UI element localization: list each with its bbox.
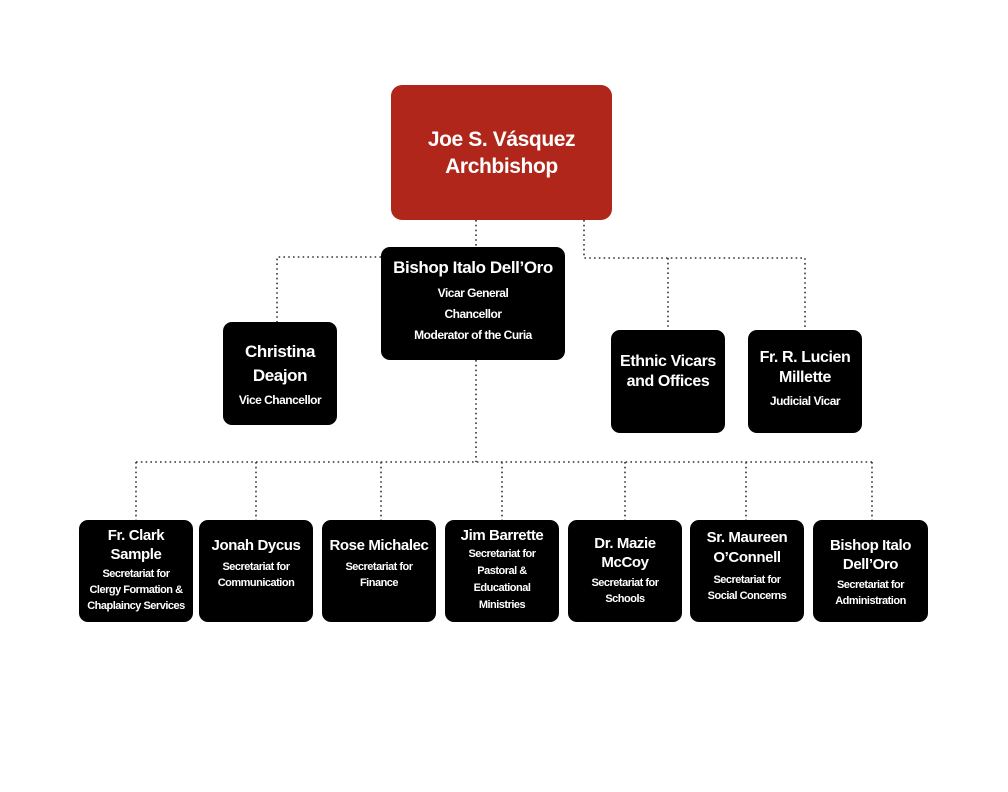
vicar-general-name: Bishop Italo Dell’Oro (393, 258, 553, 277)
secretariat-box: Jonah Dycus Secretariat for Communicatio… (199, 520, 313, 622)
secretariat-role-line: Secretariat for (345, 561, 413, 573)
connector-archbishop-to-vice-chancellor (276, 256, 381, 322)
archbishop-name: Joe S. Vásquez (427, 127, 576, 151)
secretariat-box: Bishop Italo Dell’Oro Secretariat for Ad… (813, 520, 928, 622)
secretariat-name-line: Jonah Dycus (211, 537, 301, 554)
secretariat-role-line: Secretariat for (102, 568, 170, 580)
vice-chancellor-name-2: Deajon (252, 365, 308, 385)
judicial-vicar-name-2: Millette (779, 369, 831, 386)
judicial-vicar-role: Judicial Vicar (769, 394, 841, 408)
secretariat-box: Dr. Mazie McCoy Secretariat for Schools (568, 520, 682, 622)
secretariat-role-line: Chaplaincy Services (87, 600, 185, 612)
archbishop-title: Archbishop (445, 154, 558, 178)
secretariat-box: Rose Michalec Secretariat for Finance (322, 520, 436, 622)
secretariat-box: Jim Barrette Secretariat for Pastoral & … (445, 520, 559, 622)
secretariat-name-line: Jim Barrette (460, 527, 544, 544)
secretariat-role-line: Secretariat for (468, 548, 536, 560)
secretariat-role-line: Secretariat for (591, 577, 659, 589)
vicar-general-role-3: Moderator of the Curia (414, 328, 532, 342)
secretariat-role-line: Communication (217, 577, 295, 589)
secretariat-name-line: Rose Michalec (329, 537, 429, 554)
vicar-general-role-1: Vicar General (437, 286, 509, 300)
archbishop-box: Joe S. Vásquez Archbishop (391, 85, 612, 220)
vicar-general-role-2: Chancellor (444, 307, 502, 321)
secretariat-name-line: O’Connell (713, 549, 781, 566)
vice-chancellor-name-1: Christina (244, 341, 316, 361)
secretariat-role-line: Secretariat for (222, 561, 290, 573)
vice-chancellor-box: Christina Deajon Vice Chancellor (223, 322, 337, 425)
secretariat-name-line: Dell’Oro (842, 556, 899, 573)
judicial-vicar-name-1: Fr. R. Lucien (759, 349, 851, 366)
secretariat-role-line: Pastoral & (477, 565, 527, 577)
secretariat-role-line: Social Concerns (707, 590, 787, 602)
judicial-vicar-box: Fr. R. Lucien Millette Judicial Vicar (748, 330, 862, 433)
ethnic-vicars-box: Ethnic Vicars and Offices (611, 330, 725, 433)
secretariat-name-line: Dr. Mazie (594, 535, 656, 552)
secretariat-box: Fr. Clark Sample Secretariat for Clergy … (79, 520, 193, 622)
secretariat-name-line: Sample (110, 546, 162, 563)
secretariat-role-line: Administration (835, 595, 906, 607)
vice-chancellor-role: Vice Chancellor (238, 392, 322, 407)
secretariat-name-line: Bishop Italo (829, 537, 912, 554)
vicar-general-box: Bishop Italo Dell’Oro Vicar General Chan… (381, 247, 565, 360)
secretariat-role-line: Secretariat for (836, 579, 905, 591)
ethnic-vicars-name-1: Ethnic Vicars (620, 353, 716, 370)
secretariat-role-line: Secretariat for (713, 574, 781, 586)
secretariat-box: Sr. Maureen O’Connell Secretariat for So… (690, 520, 804, 622)
ethnic-vicars-name-2: and Offices (626, 373, 710, 390)
secretariat-role-line: Educational (473, 582, 531, 594)
secretariat-name-line: McCoy (601, 554, 649, 571)
secretariat-role-line: Finance (359, 577, 399, 589)
secretariat-name-line: Sr. Maureen (706, 529, 788, 546)
secretariat-role-line: Ministries (478, 599, 526, 611)
connector-archbishop-to-ethnic-vicars (583, 220, 806, 330)
secretariat-role-line: Clergy Formation & (89, 584, 183, 596)
secretariat-name-line: Fr. Clark (107, 527, 165, 544)
secretariat-role-line: Schools (605, 593, 645, 605)
